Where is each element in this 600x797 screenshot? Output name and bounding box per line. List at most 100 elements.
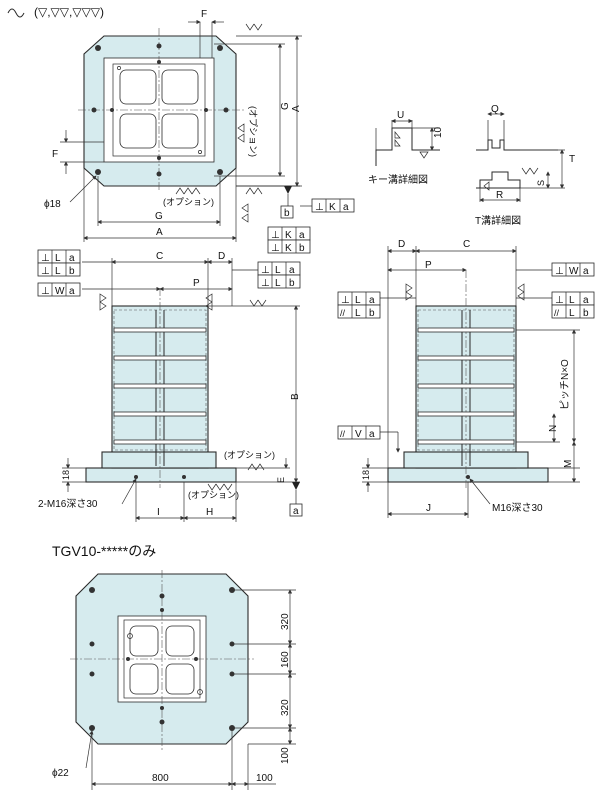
svg-text:⊥: ⊥: [261, 265, 270, 276]
svg-text:a: a: [289, 265, 295, 276]
svg-text:K: K: [329, 202, 336, 213]
pocket-3: [129, 663, 159, 695]
top-view: F G A (オプション) F ϕ18 (オプション) b: [44, 9, 312, 242]
finish-mark-icon: [99, 293, 107, 311]
t-slot: [417, 383, 515, 389]
front-option-1: (オプション): [224, 450, 275, 460]
finish-symbols-text: (▽,▽▽,▽▽▽): [34, 5, 104, 19]
dim-A-horizontal: A: [156, 227, 163, 238]
finish-mark-icon: [245, 187, 263, 195]
svg-text:b: b: [69, 266, 75, 277]
svg-text://: //: [554, 308, 560, 318]
side-view: D C P ピッチN×O N M 18 J M16深さ30: [361, 239, 580, 518]
dim-F-top: F: [201, 9, 207, 20]
datum-a-box: [289, 503, 303, 517]
svg-text:⊥: ⊥: [41, 286, 50, 297]
t-slot: [417, 327, 515, 333]
hole-icon: [159, 593, 165, 599]
svg-text:⊥: ⊥: [271, 243, 280, 254]
side-P-label: P: [425, 260, 432, 271]
t-groove-detail: Q T S R T溝詳細図: [475, 104, 575, 227]
datum-a-label: a: [293, 506, 299, 517]
hole-icon: [160, 706, 164, 710]
option-bottom-label: (オプション): [163, 197, 214, 207]
front-base: [85, 467, 237, 483]
hole-icon: [197, 689, 203, 695]
front-thread-label: 2-M16深さ30: [38, 498, 98, 510]
t-slot: [417, 411, 515, 417]
datum-b-box: [280, 205, 294, 219]
pocket-1: [129, 625, 159, 657]
svg-text:L: L: [355, 308, 361, 319]
svg-text:a: a: [69, 253, 75, 264]
tol-right-wa: ⊥ W a: [551, 262, 595, 277]
finish-mark-icon: [245, 23, 263, 31]
hole-icon: [223, 107, 229, 113]
hole-dia-label: ϕ18: [44, 199, 61, 210]
t-Q-label: Q: [491, 104, 499, 115]
hole-icon: [157, 156, 161, 160]
bottom-100a: 100: [280, 747, 291, 764]
pocket-1: [119, 69, 157, 105]
svg-text:a: a: [583, 266, 589, 277]
pocket-2: [165, 625, 195, 657]
svg-text:L: L: [569, 295, 575, 306]
front-B-label: B: [290, 393, 301, 400]
key-10-label: 10: [433, 126, 444, 138]
svg-text:W: W: [55, 286, 65, 297]
t-slot: [417, 355, 515, 361]
front-P-label: P: [193, 278, 200, 289]
front-H-label: H: [206, 507, 213, 518]
svg-text:L: L: [55, 266, 61, 277]
svg-text:a: a: [69, 286, 75, 297]
t-S-label: S: [536, 180, 546, 186]
dim-F-left: F: [52, 149, 58, 160]
bottom-hole-dia: ϕ22: [52, 768, 69, 779]
front-18-label: 18: [61, 470, 71, 480]
datum-triangle-icon: [284, 186, 292, 194]
t-slot: [113, 439, 207, 445]
t-slot: [113, 327, 207, 333]
side-D-label: D: [398, 239, 405, 250]
svg-text:L: L: [569, 308, 575, 319]
svg-text:⊥: ⊥: [41, 266, 50, 277]
pocket-4: [165, 663, 195, 695]
tol-mid-la: ⊥ L a: [257, 261, 301, 276]
finish-mark-icon: [241, 203, 249, 223]
front-D-label: D: [218, 251, 225, 262]
finish-header: (▽,▽▽,▽▽▽): [7, 5, 104, 19]
tol-side-lb: // L b: [337, 304, 381, 319]
side-M-label: M: [563, 460, 574, 468]
svg-text://: //: [340, 429, 346, 439]
t-R-label: R: [496, 190, 503, 201]
hole-icon: [217, 169, 223, 175]
hole-icon: [95, 169, 101, 175]
hole-icon: [89, 641, 95, 647]
bottom-800: 800: [152, 773, 169, 784]
key-U-label: U: [397, 110, 404, 121]
svg-text:⊥: ⊥: [555, 266, 564, 277]
hole-icon: [126, 657, 130, 661]
wave-symbol-icon: [7, 8, 25, 18]
svg-text:b: b: [299, 243, 305, 254]
t-slot: [417, 439, 515, 445]
finish-mark-icon: [394, 131, 401, 147]
hole-icon: [198, 150, 202, 154]
top-holes: [91, 43, 229, 177]
svg-text:K: K: [285, 243, 292, 254]
tol-mid-lb: ⊥ L b: [257, 274, 301, 289]
front-E-label: E: [276, 477, 286, 483]
hole-icon: [156, 171, 162, 177]
finish-mark-icon: [419, 151, 429, 159]
hole-icon: [156, 43, 162, 49]
side-t-slots: [417, 327, 515, 445]
svg-text:⊥: ⊥: [555, 295, 564, 306]
svg-text:⊥: ⊥: [41, 253, 50, 264]
svg-text:b: b: [583, 308, 589, 319]
tol-tk-a2: ⊥ K b: [267, 239, 311, 254]
hole-icon: [95, 45, 101, 51]
side-pitch-label: ピッチN×O: [559, 359, 571, 410]
finish-mark-icon: [247, 463, 265, 471]
tol-right-lb: // L b: [551, 304, 595, 319]
hole-icon: [160, 608, 164, 612]
